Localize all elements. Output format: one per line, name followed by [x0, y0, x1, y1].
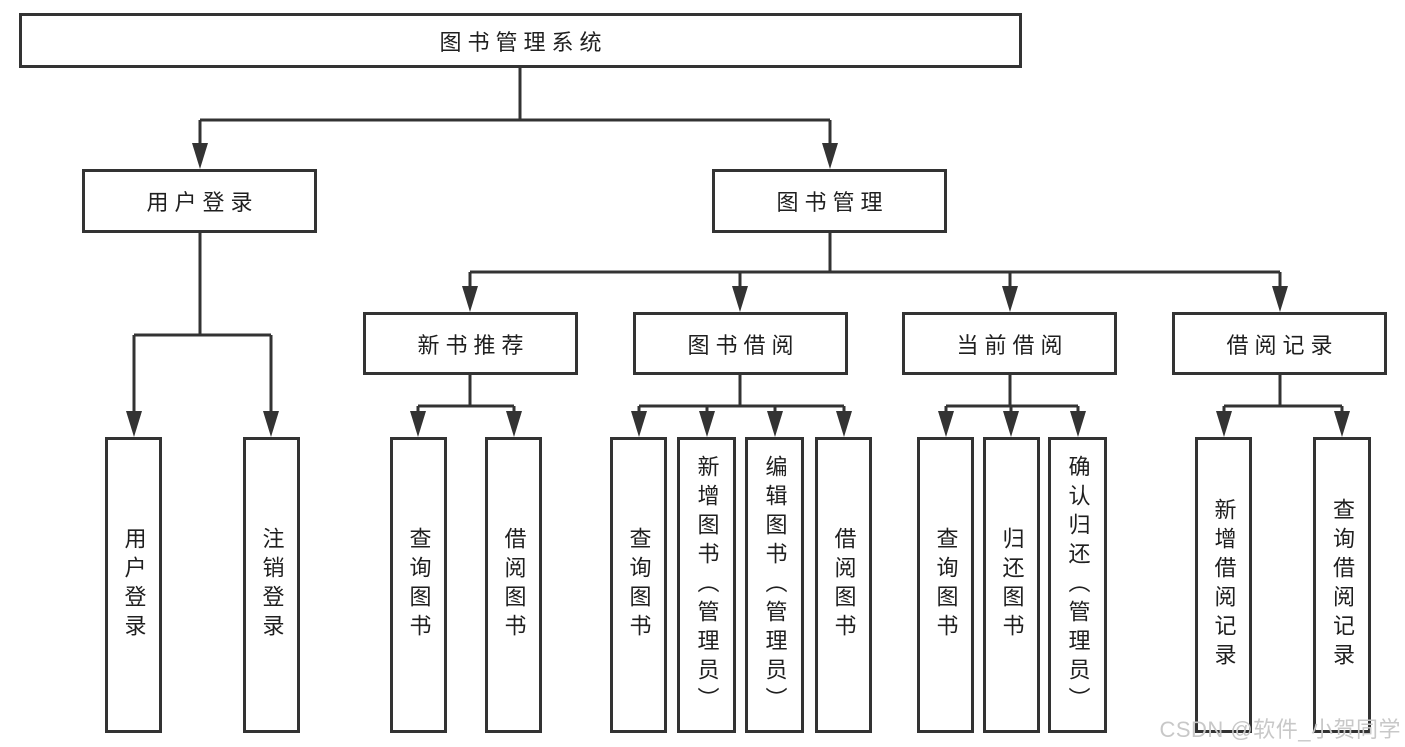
leaf-user-login: 用户登录 [105, 437, 162, 733]
leaf-return-book: 归还图书 [983, 437, 1040, 733]
leaf-edit-book-admin: 编辑图书（管理员） [745, 437, 804, 733]
leaf-add-book-admin: 新增图书（管理员） [677, 437, 736, 733]
leaf-logout-login: 注销登录 [243, 437, 300, 733]
node-new-book-recommend: 新书推荐 [363, 312, 578, 375]
node-borrow-record: 借阅记录 [1172, 312, 1387, 375]
node-book-borrow: 图书借阅 [633, 312, 848, 375]
leaf-current-query-book: 查询图书 [917, 437, 974, 733]
leaf-add-borrow-record: 新增借阅记录 [1195, 437, 1252, 733]
leaf-recommend-borrow-book: 借阅图书 [485, 437, 542, 733]
leaf-confirm-return-admin: 确认归还（管理员） [1048, 437, 1107, 733]
node-user-login: 用户登录 [82, 169, 317, 233]
leaf-borrow-query-book: 查询图书 [610, 437, 667, 733]
node-current-borrow: 当前借阅 [902, 312, 1117, 375]
node-book-management: 图书管理 [712, 169, 947, 233]
node-root-system: 图书管理系统 [19, 13, 1022, 68]
leaf-borrow-book: 借阅图书 [815, 437, 872, 733]
csdn-watermark: CSDN @软件_小贺同学 [1159, 717, 1401, 742]
leaf-query-borrow-record: 查询借阅记录 [1313, 437, 1371, 733]
leaf-recommend-query-book: 查询图书 [390, 437, 447, 733]
